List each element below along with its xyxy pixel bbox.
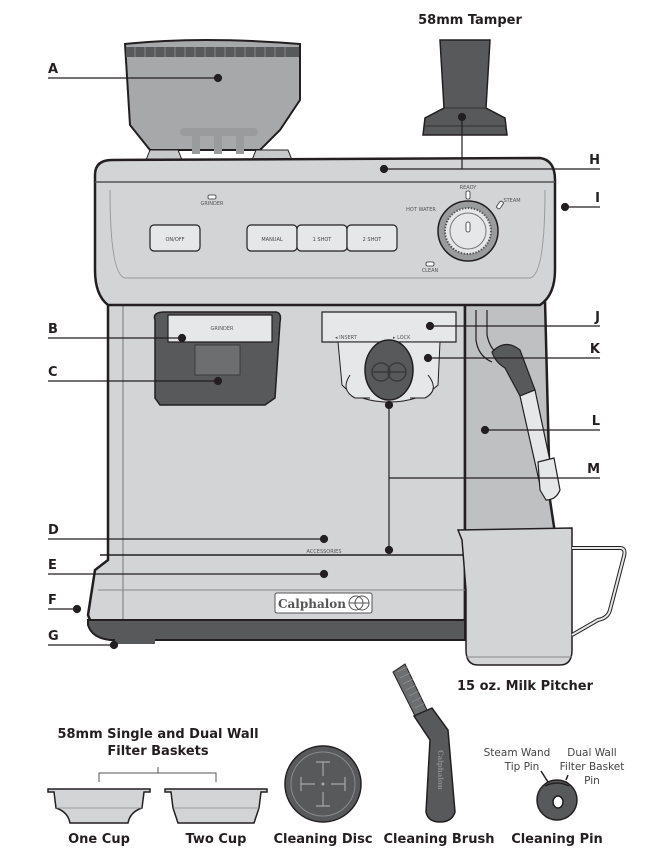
cleaning-pin-label: Cleaning Pin — [511, 832, 603, 847]
milk-pitcher-label: 15 oz. Milk Pitcher — [457, 679, 594, 694]
callout-b: B — [48, 322, 58, 337]
callout-i: I — [595, 191, 600, 206]
cleaning-brush-label: Cleaning Brush — [384, 832, 495, 847]
accessories-drawer-label: ACCESSORIES — [306, 549, 341, 555]
milk-pitcher: 15 oz. Milk Pitcher — [456, 527, 627, 694]
calphalon-logo-icon — [371, 362, 407, 382]
callout-c: C — [48, 365, 58, 380]
control-panel: GRINDER ON/OFF MANUAL 1 SHOT 2 SHOT READ… — [149, 185, 521, 274]
callouts — [48, 73, 600, 650]
callout-j: J — [594, 310, 600, 325]
lock-label: ▸ LOCK — [393, 335, 411, 341]
dual-wall-pin-label-1: Dual Wall — [567, 747, 616, 759]
callout-letters: A B C D E F G H I J K L M — [48, 62, 601, 644]
callout-e: E — [48, 558, 57, 573]
cleaning-pin: Steam Wand Tip Pin Dual Wall Filter Bask… — [484, 747, 625, 847]
bean-hopper — [123, 39, 301, 161]
two-shot-button[interactable]: 2 SHOT — [346, 224, 398, 252]
one-shot-button[interactable]: 1 SHOT — [296, 224, 348, 252]
dial-label-steam: STEAM — [503, 198, 520, 204]
callout-a: A — [48, 62, 58, 77]
tamper: 58mm Tamper — [418, 13, 522, 136]
svg-text:2 SHOT: 2 SHOT — [363, 237, 383, 243]
tamper-label: 58mm Tamper — [418, 13, 522, 28]
dial-label-clean: CLEAN — [422, 268, 439, 274]
svg-text:ON/OFF: ON/OFF — [165, 237, 184, 243]
steam-wand — [475, 310, 561, 501]
brand-plate: Calphalon — [274, 592, 373, 614]
steam-wand-pin-label-1: Steam Wand — [484, 747, 551, 759]
portafilter-cradle — [153, 311, 282, 406]
cleaning-disc: Cleaning Disc — [273, 745, 373, 847]
brand-name: Calphalon — [278, 597, 346, 611]
group-head: ◂ INSERT ▸ LOCK — [321, 311, 457, 403]
callout-g: G — [48, 629, 59, 644]
manual-button[interactable]: MANUAL — [246, 224, 298, 252]
filter-baskets-title-1: 58mm Single and Dual Wall — [57, 727, 258, 742]
cleaning-brush: Calphalon Cleaning Brush — [384, 663, 495, 847]
one-cup-basket: One Cup — [47, 788, 151, 847]
filter-baskets: 58mm Single and Dual Wall Filter Baskets… — [47, 727, 268, 847]
brush-brand: Calphalon — [436, 750, 445, 790]
two-cup-label: Two Cup — [185, 832, 246, 847]
callout-l: L — [592, 414, 600, 429]
dual-wall-pin-label-2: Filter Basket — [560, 761, 625, 773]
steam-wand-pin-label-2: Tip Pin — [504, 761, 540, 773]
grinder-outlet-label: GRINDER — [210, 326, 234, 332]
insert-label: ◂ INSERT — [335, 335, 358, 341]
cleaning-disc-label: Cleaning Disc — [273, 832, 372, 847]
dial-label-hot-water: HOT WATER — [406, 207, 436, 213]
tamper-body — [422, 39, 508, 136]
dual-wall-pin-label-3: Pin — [584, 775, 600, 787]
one-cup-label: One Cup — [68, 832, 130, 847]
brand-logo-icon — [348, 595, 370, 611]
callout-d: D — [48, 523, 59, 538]
svg-text:1 SHOT: 1 SHOT — [313, 237, 333, 243]
mode-dial[interactable]: READY STEAM HOT WATER CLEAN — [406, 185, 520, 274]
callout-f: F — [48, 593, 57, 608]
on-off-button[interactable]: ON/OFF — [149, 224, 201, 252]
callout-h: H — [589, 153, 600, 168]
dial-label-ready: READY — [460, 185, 478, 191]
callout-k: K — [590, 342, 601, 357]
portafilter-handle[interactable] — [364, 339, 414, 401]
callout-m: M — [587, 462, 600, 477]
svg-text:MANUAL: MANUAL — [261, 237, 283, 243]
grinder-indicator-label: GRINDER — [200, 201, 224, 207]
filter-baskets-title-2: Filter Baskets — [107, 744, 209, 759]
two-cup-basket: Two Cup — [164, 788, 268, 847]
